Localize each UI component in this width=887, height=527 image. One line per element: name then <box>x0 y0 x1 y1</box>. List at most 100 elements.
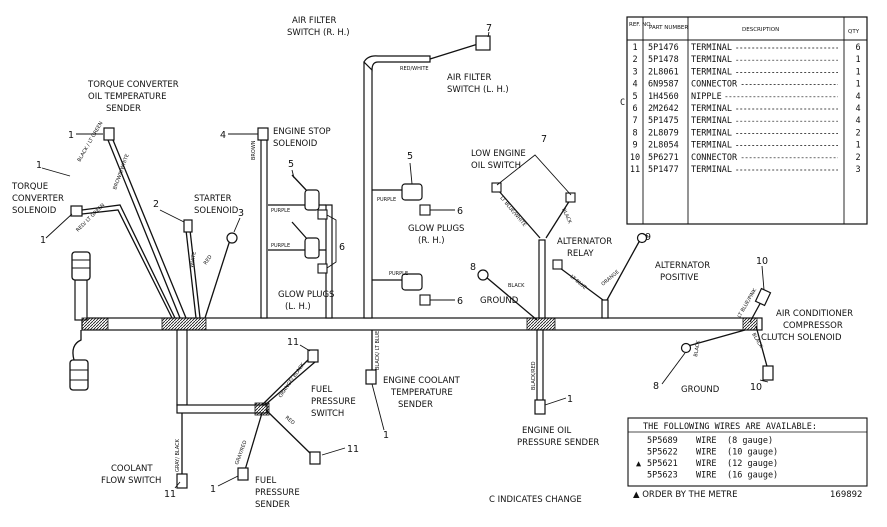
label-coolant-temp-1: ENGINE COOLANT <box>383 376 461 386</box>
parts-table: REF. NO. PART NUMBER DESCRIPTION QTY C 1… <box>620 16 868 225</box>
label-air-cond-1: AIR CONDITIONER <box>776 309 853 319</box>
table-cell-ref: 2 <box>632 55 637 65</box>
glow-lh-terminal-b <box>317 263 328 274</box>
component-labels: AIR FILTER SWITCH (R. H.) AIR FILTER SWI… <box>11 16 862 510</box>
wire-label-lt-blue-pink: LT BLUE/PINK <box>737 287 759 319</box>
label-engine-stop-2: SOLENOID <box>273 139 318 149</box>
label-torque-solenoid-3: SOLENOID <box>12 206 57 216</box>
wires-table: THE FOLLOWING WIRES ARE AVAILABLE: ▲ 5P5… <box>627 417 868 487</box>
label-torque-sender-1: TORQUE CONVERTER <box>87 80 179 90</box>
wire-cell-desc: WIRE <box>696 471 716 481</box>
wire-cell-part: 5P5623 <box>647 471 678 481</box>
table-cell-ref: 5 <box>632 92 637 102</box>
table-cell-desc: CONNECTOR <box>691 153 738 163</box>
glow-lh-nipple-a <box>304 189 320 211</box>
alternator-wires <box>552 232 648 301</box>
table-cell-part: 2M2642 <box>648 104 679 114</box>
engine-stop-connector-4 <box>257 127 269 141</box>
label-fuel-sender-2: PRESSURE <box>255 488 300 498</box>
label-air-filter-lh-2: SWITCH (L. H.) <box>447 85 509 95</box>
callout-1-b: 1 <box>36 160 42 171</box>
low-engine-branch <box>538 239 546 319</box>
callout-3: 3 <box>238 208 244 219</box>
table-cell-desc: TERMINAL <box>691 67 732 77</box>
wire-label-purple-4: PURPLE <box>389 271 408 277</box>
wire-label-black-1: BLACK <box>560 207 573 225</box>
label-starter-1: STARTER <box>194 194 232 204</box>
table-cell-part: 2L8054 <box>648 141 679 151</box>
label-torque-sender-2: OIL TEMPERATURE <box>88 92 166 102</box>
label-air-filter-rh-2: SWITCH (R. H.) <box>287 28 350 38</box>
table-cell-desc: TERMINAL <box>691 43 732 53</box>
label-air-filter-rh-1: AIR FILTER <box>292 16 336 26</box>
callout-7-a: 7 <box>486 23 492 34</box>
coolant-temp-wire <box>365 330 377 385</box>
glow-lh-branch <box>325 204 333 319</box>
label-order-note: ▲ ORDER BY THE METRE <box>633 490 737 500</box>
table-header-desc: DESCRIPTION <box>742 27 779 33</box>
label-glow-lh-1: GLOW PLUGS <box>278 290 334 300</box>
wire-label-gray-black: GRAY/ BLACK <box>175 438 181 472</box>
label-low-engine-2: OIL SWITCH <box>471 161 521 171</box>
glow-lh-nipple-b <box>304 237 320 259</box>
glow-plugs-rh <box>372 183 431 306</box>
callout-1-e: 1 <box>567 394 573 405</box>
wires-table-title: THE FOLLOWING WIRES ARE AVAILABLE: <box>643 422 817 432</box>
wire-label-black-4: BLACK <box>693 339 702 357</box>
wire-cell-part: 5P5689 <box>647 436 678 446</box>
wire-label-red-3: RED <box>284 415 296 426</box>
label-ground-2: GROUND <box>681 385 720 395</box>
glow-rh-nipple-b <box>401 273 423 291</box>
callout-6-a: 6 <box>339 242 345 253</box>
torque-sender-terminal <box>103 127 115 141</box>
callout-4: 4 <box>220 130 226 141</box>
label-oil-pressure-1: ENGINE OIL <box>522 426 571 436</box>
wire-label-red-white: RED/WHITE <box>400 66 429 72</box>
wire-label-lt-blue: LT BLUE <box>569 274 588 291</box>
table-cell-qty: 6 <box>855 43 860 53</box>
label-fuel-sender-3: SENDER <box>255 500 290 510</box>
table-cell-qty: 1 <box>855 141 860 151</box>
table-cell-qty: 3 <box>855 165 860 175</box>
table-cell-desc: TERMINAL <box>691 141 732 151</box>
callout-10-b: 10 <box>750 382 762 393</box>
wires-table-mark: ▲ <box>636 459 642 469</box>
label-fuel-switch-1: FUEL <box>311 385 332 395</box>
fuel-branch <box>176 404 268 414</box>
coolant-flow-wire <box>176 413 188 489</box>
table-cell-qty: 4 <box>855 92 860 102</box>
label-glow-rh-1: GLOW PLUGS <box>408 224 464 234</box>
table-cell-desc: CONNECTOR <box>691 80 738 90</box>
table-header-qty: QTY <box>848 29 860 35</box>
table-cell-part: 2L8061 <box>648 67 679 77</box>
table-cell-qty: 1 <box>855 80 860 90</box>
label-coolant-temp-3: SENDER <box>398 400 433 410</box>
torque-solenoid-terminal <box>70 205 83 217</box>
glow-rh-terminal-b <box>419 294 431 306</box>
wire-cell-desc: WIRE <box>696 448 716 458</box>
label-ground-1: GROUND <box>480 296 519 306</box>
table-cell-ref: 3 <box>632 67 637 77</box>
callout-2: 2 <box>153 199 159 210</box>
table-cell-part: 1H4560 <box>648 92 679 102</box>
end-splice <box>742 317 758 331</box>
callout-7-b: 7 <box>541 134 547 145</box>
table-cell-qty: 1 <box>855 55 860 65</box>
wire-label-black-2: BLACK <box>508 283 525 289</box>
engine-stop-branch <box>260 139 268 319</box>
callout-8-b: 8 <box>653 381 659 392</box>
callout-1-f: 1 <box>210 484 216 495</box>
air-filter-top <box>363 55 431 72</box>
table-cell-desc: NIPPLE <box>691 92 722 102</box>
wire-label-gray-red: GRAY/RED <box>234 440 248 466</box>
wire-label-brown: BROWN <box>251 140 257 160</box>
label-change-note: C INDICATES CHANGE <box>489 495 582 505</box>
label-alt-relay-2: RELAY <box>567 249 594 259</box>
label-fuel-switch-2: PRESSURE <box>311 397 356 407</box>
wire-label-lt-blue-white: LT BLUE/WHITE <box>498 195 527 228</box>
callouts: 1 1 1 2 3 4 5 5 6 6 6 7 7 8 8 9 10 10 11 <box>36 23 769 500</box>
wire-label-purple-1: PURPLE <box>271 208 290 214</box>
table-cell-part: 5P1478 <box>648 55 679 65</box>
wire-label-black-red: BLACK/RED <box>531 361 537 390</box>
